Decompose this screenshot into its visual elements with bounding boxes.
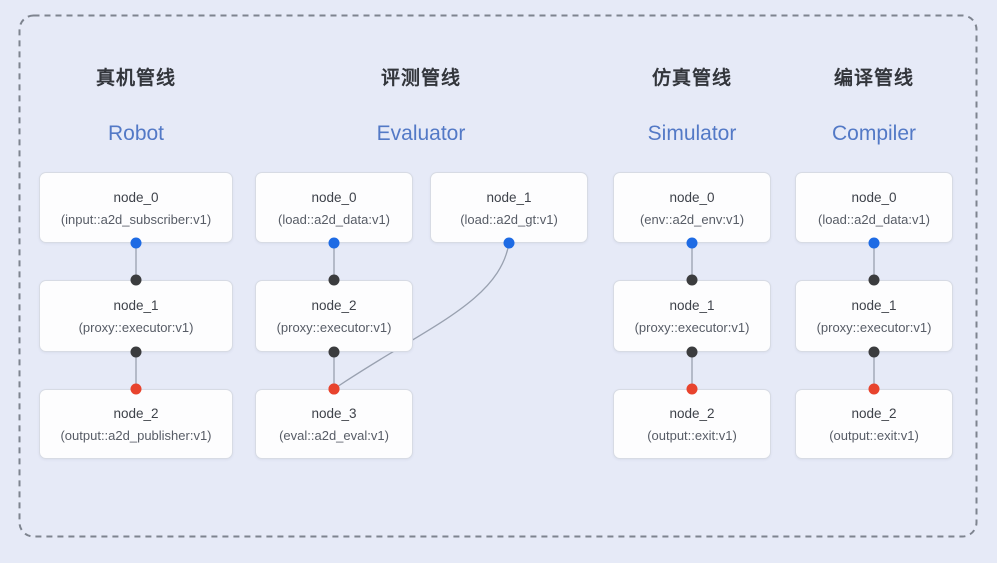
node-compiler-node_1: node_1(proxy::executor:v1) [795, 280, 953, 352]
node-label: node_0 [113, 189, 159, 205]
node-label: node_1 [669, 298, 715, 313]
node-label: node_2 [311, 298, 357, 313]
node-type: (proxy::executor:v1) [78, 320, 194, 335]
pipeline-title-robot: 真机管线 [95, 68, 177, 89]
node-evaluator-node_0: node_0(load::a2d_data:v1) [255, 172, 413, 243]
node-type: (proxy::executor:v1) [816, 320, 932, 335]
node-type: (input::a2d_subscriber:v1) [60, 211, 212, 227]
node-type: (proxy::executor:v1) [634, 320, 750, 335]
node-simulator-node_1: node_1(proxy::executor:v1) [613, 280, 771, 352]
node-type: (env::a2d_env:v1) [639, 211, 745, 227]
node-simulator-node_2: node_2(output::exit:v1) [613, 389, 771, 459]
node-label: node_0 [311, 189, 357, 205]
node-type: (load::a2d_data:v1) [277, 211, 391, 227]
node-compiler-node_0: node_0(load::a2d_data:v1) [795, 172, 953, 243]
node-robot-node_2: node_2(output::a2d_publisher:v1) [39, 389, 233, 459]
node-label: node_2 [669, 406, 715, 421]
node-label: node_2 [113, 406, 159, 421]
node-label: node_1 [113, 298, 159, 313]
node-label: node_0 [669, 189, 715, 205]
node-label: node_3 [311, 406, 357, 421]
node-label: node_1 [486, 189, 532, 205]
pipeline-title-evaluator: 评测管线 [380, 68, 462, 89]
node-label: node_2 [851, 406, 897, 421]
pipeline-subtitle-compiler: Compiler [831, 122, 917, 145]
node-evaluator-node_1: node_1(load::a2d_gt:v1) [430, 172, 588, 243]
node-type: (proxy::executor:v1) [276, 320, 392, 335]
node-evaluator-node_3: node_3(eval::a2d_eval:v1) [255, 389, 413, 459]
pipeline-subtitle-robot: Robot [107, 122, 165, 145]
node-robot-node_1: node_1(proxy::executor:v1) [39, 280, 233, 352]
node-type: (eval::a2d_eval:v1) [279, 428, 389, 443]
node-type: (output::exit:v1) [647, 428, 737, 443]
node-type: (output::exit:v1) [829, 428, 919, 443]
pipeline-subtitle-simulator: Simulator [647, 122, 737, 145]
node-type: (output::a2d_publisher:v1) [60, 428, 212, 443]
node-type: (load::a2d_data:v1) [817, 211, 931, 227]
node-label: node_1 [851, 298, 897, 313]
node-evaluator-node_2: node_2(proxy::executor:v1) [255, 280, 413, 352]
pipeline-subtitle-evaluator: Evaluator [376, 122, 466, 145]
node-simulator-node_0: node_0(env::a2d_env:v1) [613, 172, 771, 243]
pipeline-title-compiler: 编译管线 [833, 68, 915, 89]
node-robot-node_0: node_0(input::a2d_subscriber:v1) [39, 172, 233, 243]
node-type: (load::a2d_gt:v1) [460, 211, 558, 227]
node-label: node_0 [851, 189, 897, 205]
pipeline-title-simulator: 仿真管线 [651, 68, 733, 89]
node-compiler-node_2: node_2(output::exit:v1) [795, 389, 953, 459]
